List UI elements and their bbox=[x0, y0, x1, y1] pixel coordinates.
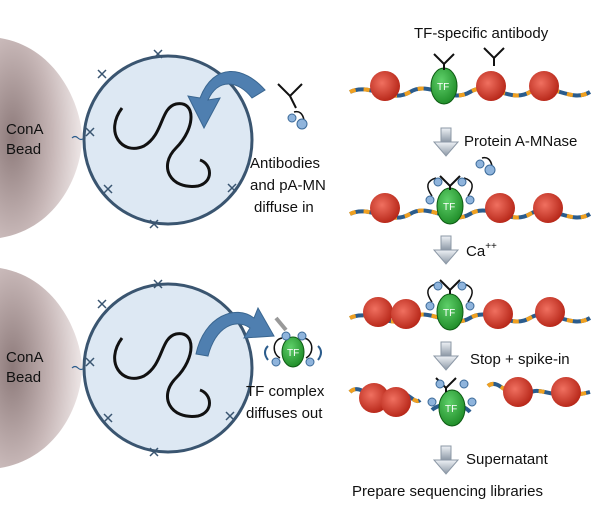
step-libraries-label: Prepare sequencing libraries bbox=[352, 483, 543, 500]
panel1-caption-line2: and pA-MN bbox=[250, 177, 326, 194]
nuclear-pores bbox=[85, 279, 235, 457]
calcium-text: Ca bbox=[466, 243, 486, 260]
diffuse-out-arrow bbox=[195, 306, 275, 357]
free-antibody-icon bbox=[483, 47, 505, 66]
cona-bead bbox=[0, 268, 82, 468]
tf-label: TF bbox=[287, 348, 299, 359]
step-antibody-label: TF-specific antibody bbox=[414, 25, 549, 42]
row1-chromatin: TF bbox=[349, 47, 592, 105]
step-arrow-head bbox=[432, 459, 460, 475]
panel1-caption-line1: Antibodies bbox=[250, 155, 320, 172]
nucleosome bbox=[370, 193, 400, 223]
step-supernatant-label: Supernatant bbox=[466, 451, 549, 468]
nucleosome bbox=[363, 297, 393, 327]
bound-antibody-icon bbox=[433, 53, 455, 70]
nucleosome bbox=[485, 193, 515, 223]
step-arrow-shaft bbox=[440, 445, 452, 461]
row3-chromatin: TF bbox=[349, 279, 592, 331]
step-arrow-head bbox=[432, 249, 460, 265]
nucleosome bbox=[503, 377, 533, 407]
panel-bottom: ConA Bead TF TF complex diffuses out bbox=[0, 268, 325, 468]
bead-label-line1: ConA bbox=[6, 121, 44, 138]
nucleosome bbox=[370, 71, 400, 101]
step-pa-mnase-label: Protein A-MNase bbox=[464, 133, 577, 150]
tf-icon bbox=[438, 389, 466, 427]
calcium-superscript: ++ bbox=[485, 241, 497, 252]
tf-label: TF bbox=[443, 202, 455, 213]
nucleus bbox=[82, 54, 254, 226]
tf-label: TF bbox=[443, 308, 455, 319]
tf-label: TF bbox=[445, 404, 457, 415]
step-arrow-head bbox=[432, 355, 460, 371]
step-calcium-label: Ca++ bbox=[466, 241, 497, 260]
chromatin bbox=[113, 102, 211, 188]
panel2-caption-line1: TF complex bbox=[246, 383, 325, 400]
step-stop-label: Stop + spike-in bbox=[470, 351, 570, 368]
bead-label-line2: Bead bbox=[6, 369, 41, 386]
nucleosome bbox=[381, 387, 411, 417]
tf-icon bbox=[281, 336, 305, 368]
step-arrow-shaft bbox=[440, 341, 452, 357]
nucleosome bbox=[551, 377, 581, 407]
nucleosome bbox=[391, 299, 421, 329]
released-tf-complex: TF bbox=[264, 316, 322, 368]
nucleus bbox=[82, 282, 254, 454]
row2-chromatin: TF bbox=[349, 175, 592, 225]
step-arrow-shaft bbox=[440, 235, 452, 251]
cona-bead bbox=[0, 38, 82, 238]
bead-label-line2: Bead bbox=[6, 141, 41, 158]
free-pa-mnase-icon bbox=[287, 110, 308, 130]
panel-top: ConA Bead Antibodies and pA-MN diffuse i… bbox=[0, 38, 326, 238]
tf-label: TF bbox=[437, 82, 449, 93]
diffuse-in-arrow bbox=[187, 71, 266, 130]
free-pa-mnase-icon bbox=[475, 156, 496, 176]
nucleosome bbox=[483, 299, 513, 329]
nucleosome bbox=[533, 193, 563, 223]
nucleosome bbox=[535, 297, 565, 327]
nucleosome bbox=[529, 71, 559, 101]
free-antibody-icon bbox=[277, 83, 303, 109]
nuclear-pores bbox=[85, 49, 237, 229]
step-arrow-head bbox=[432, 141, 460, 157]
nucleosome bbox=[476, 71, 506, 101]
step-arrow-shaft bbox=[440, 127, 452, 143]
panel1-caption-line3: diffuse in bbox=[254, 199, 314, 216]
chromatin bbox=[113, 332, 211, 418]
bead-label-line1: ConA bbox=[6, 349, 44, 366]
row4-fragments: TF bbox=[348, 377, 591, 427]
panel2-caption-line2: diffuses out bbox=[246, 405, 323, 422]
